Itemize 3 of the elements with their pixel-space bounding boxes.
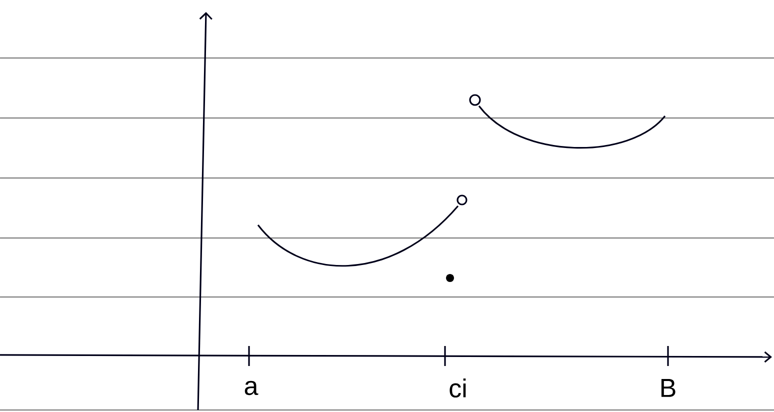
tick-label: a xyxy=(244,380,258,396)
tick-label: B xyxy=(661,379,676,397)
tick-label: ci xyxy=(450,378,466,398)
